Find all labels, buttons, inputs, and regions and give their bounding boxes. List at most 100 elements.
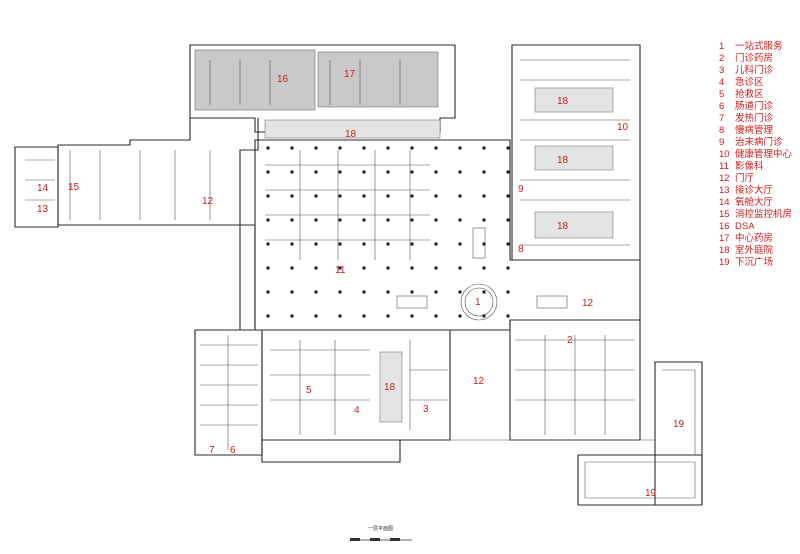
plan-label: 2	[567, 335, 573, 346]
column	[506, 218, 510, 222]
column	[458, 266, 462, 270]
plan-label: 6	[230, 445, 236, 456]
legend-label: 门诊药房	[735, 53, 774, 64]
column	[434, 314, 438, 318]
legend-label: 治未病门诊	[735, 137, 783, 148]
plan-label: 19	[645, 488, 657, 499]
column	[338, 290, 342, 294]
legend-label: 抢救区	[735, 89, 764, 100]
column	[266, 242, 270, 246]
column	[506, 290, 510, 294]
legend-number: 18	[719, 245, 730, 256]
column	[458, 290, 462, 294]
plan-label: 18	[557, 155, 569, 166]
column	[290, 266, 294, 270]
column	[434, 266, 438, 270]
courtyards	[194, 49, 614, 423]
column	[362, 314, 366, 318]
legend-label: 影像科	[735, 161, 764, 172]
column	[266, 290, 270, 294]
column	[266, 266, 270, 270]
column	[410, 194, 414, 198]
column	[506, 242, 510, 246]
column	[434, 170, 438, 174]
legend-number: 5	[719, 89, 725, 100]
column	[266, 218, 270, 222]
plan-label: 18	[345, 129, 357, 140]
column	[362, 194, 366, 198]
plan-label: 8	[518, 244, 524, 255]
column	[386, 314, 390, 318]
column	[314, 218, 318, 222]
legend-label: 中心药房	[735, 233, 774, 244]
column	[386, 170, 390, 174]
plan-label: 1	[475, 297, 481, 308]
column	[338, 242, 342, 246]
plan-label: 14	[37, 183, 49, 194]
plan-label: 12	[202, 196, 214, 207]
column	[506, 146, 510, 150]
column	[266, 314, 270, 318]
plan-label: 15	[68, 182, 80, 193]
legend-item: 9 治未病门诊	[719, 137, 792, 149]
column	[506, 170, 510, 174]
legend-number: 17	[719, 233, 730, 244]
column	[482, 266, 486, 270]
legend-number: 16	[719, 221, 730, 232]
plan-label: 18	[557, 96, 569, 107]
column	[506, 194, 510, 198]
legend-label: 室外庭院	[735, 245, 774, 256]
legend-label: 肠道门诊	[735, 101, 774, 112]
column	[434, 290, 438, 294]
atrium	[396, 227, 568, 321]
legend-number: 1	[719, 41, 725, 52]
scale-bar	[350, 538, 412, 541]
column	[290, 170, 294, 174]
column	[338, 170, 342, 174]
column	[458, 146, 462, 150]
column	[434, 242, 438, 246]
column	[290, 146, 294, 150]
column	[338, 314, 342, 318]
legend-label: 接诊大厅	[735, 185, 774, 196]
plan-label: 10	[617, 122, 629, 133]
column	[410, 170, 414, 174]
plan-label: 18	[384, 382, 396, 393]
column	[458, 218, 462, 222]
legend-label: 健康管理中心	[735, 149, 793, 160]
plan-label: 17	[344, 69, 356, 80]
column	[314, 290, 318, 294]
plan-label: 13	[37, 204, 49, 215]
legend-label: 一站式服务	[735, 41, 783, 52]
legend-item: 5 抢救区	[719, 89, 792, 101]
column	[386, 218, 390, 222]
column	[482, 170, 486, 174]
column	[482, 242, 486, 246]
column	[458, 242, 462, 246]
column	[434, 218, 438, 222]
column	[410, 218, 414, 222]
column	[386, 290, 390, 294]
column	[434, 146, 438, 150]
column	[290, 194, 294, 198]
legend-number: 4	[719, 77, 725, 88]
plan-label: 18	[557, 221, 569, 232]
column	[386, 266, 390, 270]
legend-number: 3	[719, 65, 725, 76]
room-labels: 16 17 18 18 10 18 9 18 8 14 15 12 13 11 …	[37, 69, 685, 499]
legend-number: 7	[719, 113, 725, 124]
column	[410, 242, 414, 246]
legend-number: 9	[719, 137, 725, 148]
column	[506, 266, 510, 270]
legend-number: 19	[719, 257, 730, 268]
